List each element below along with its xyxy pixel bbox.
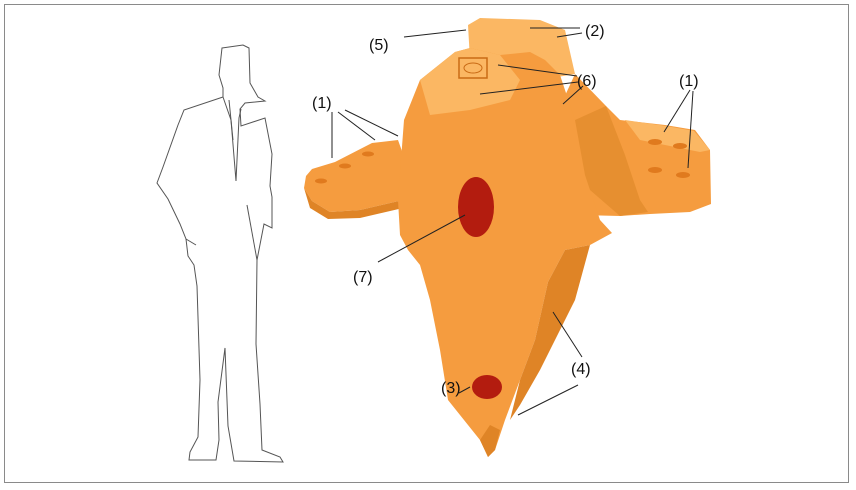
- callout-6: (6): [577, 73, 597, 90]
- hole-7: [458, 177, 494, 237]
- callout-1-left: (1): [312, 95, 332, 112]
- left-flange: [304, 140, 403, 212]
- human-silhouette: [157, 45, 283, 462]
- hole-3: [472, 375, 502, 399]
- callout-1-right: (1): [679, 73, 699, 90]
- callout-3: (3): [441, 380, 461, 397]
- callout-7: (7): [353, 269, 373, 286]
- callout-2: (2): [585, 23, 605, 40]
- orange-component: [304, 18, 711, 457]
- callout-5: (5): [369, 37, 389, 54]
- callout-4: (4): [571, 361, 591, 378]
